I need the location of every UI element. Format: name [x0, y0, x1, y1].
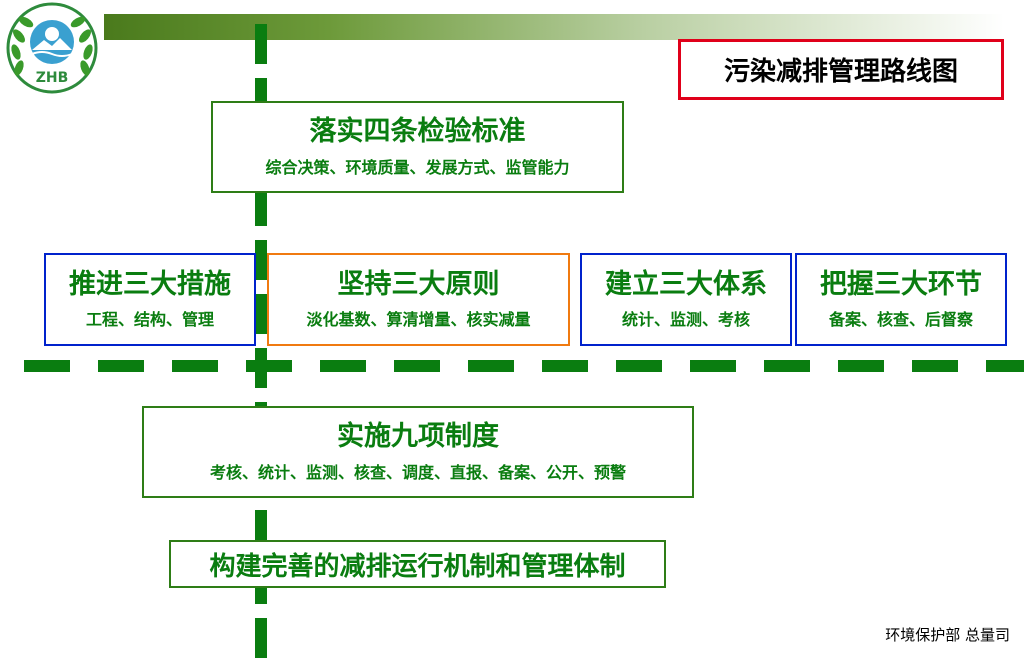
page-title: 污染减排管理路线图 [723, 57, 958, 87]
links-title: 把握三大环节 [820, 268, 982, 300]
links-subtitle: 备案、核查、后督察 [828, 310, 973, 330]
mechanism-title: 构建完善的减排运行机制和管理体制 [209, 551, 626, 582]
logo-text: ZHB [36, 70, 69, 86]
measures-subtitle: 工程、结构、管理 [85, 310, 214, 330]
standards-box: 落实四条检验标准 综合决策、环境质量、发展方式、监管能力 [211, 101, 624, 193]
links-box: 把握三大环节 备案、核查、后督察 [795, 253, 1007, 346]
footer-department: 环境保护部 总量司 [885, 626, 1010, 644]
systems-box: 建立三大体系 统计、监测、考核 [580, 253, 792, 346]
logo: ZHB [2, 0, 102, 96]
principles-subtitle: 淡化基数、算清增量、核实减量 [306, 310, 531, 330]
standards-subtitle: 综合决策、环境质量、发展方式、监管能力 [265, 157, 570, 177]
measures-title: 推进三大措施 [69, 268, 231, 300]
nine-systems-subtitle: 考核、统计、监测、核查、调度、直报、备案、公开、预警 [209, 462, 626, 482]
title-box: 污染减排管理路线图 [678, 39, 1004, 100]
principles-title: 坚持三大原则 [337, 268, 500, 300]
horizontal-dashed-line [24, 360, 1024, 372]
systems-title: 建立三大体系 [605, 268, 767, 300]
mechanism-box: 构建完善的减排运行机制和管理体制 [169, 540, 666, 588]
principles-box: 坚持三大原则 淡化基数、算清增量、核实减量 [267, 253, 570, 346]
environmental-protection-emblem-icon: ZHB [6, 2, 98, 94]
standards-title: 落实四条检验标准 [309, 116, 526, 148]
nine-systems-title: 实施九项制度 [337, 421, 499, 453]
measures-box: 推进三大措施 工程、结构、管理 [44, 253, 256, 346]
nine-systems-box: 实施九项制度 考核、统计、监测、核查、调度、直报、备案、公开、预警 [142, 406, 694, 498]
header-bar [104, 14, 1004, 40]
systems-subtitle: 统计、监测、考核 [621, 310, 750, 330]
